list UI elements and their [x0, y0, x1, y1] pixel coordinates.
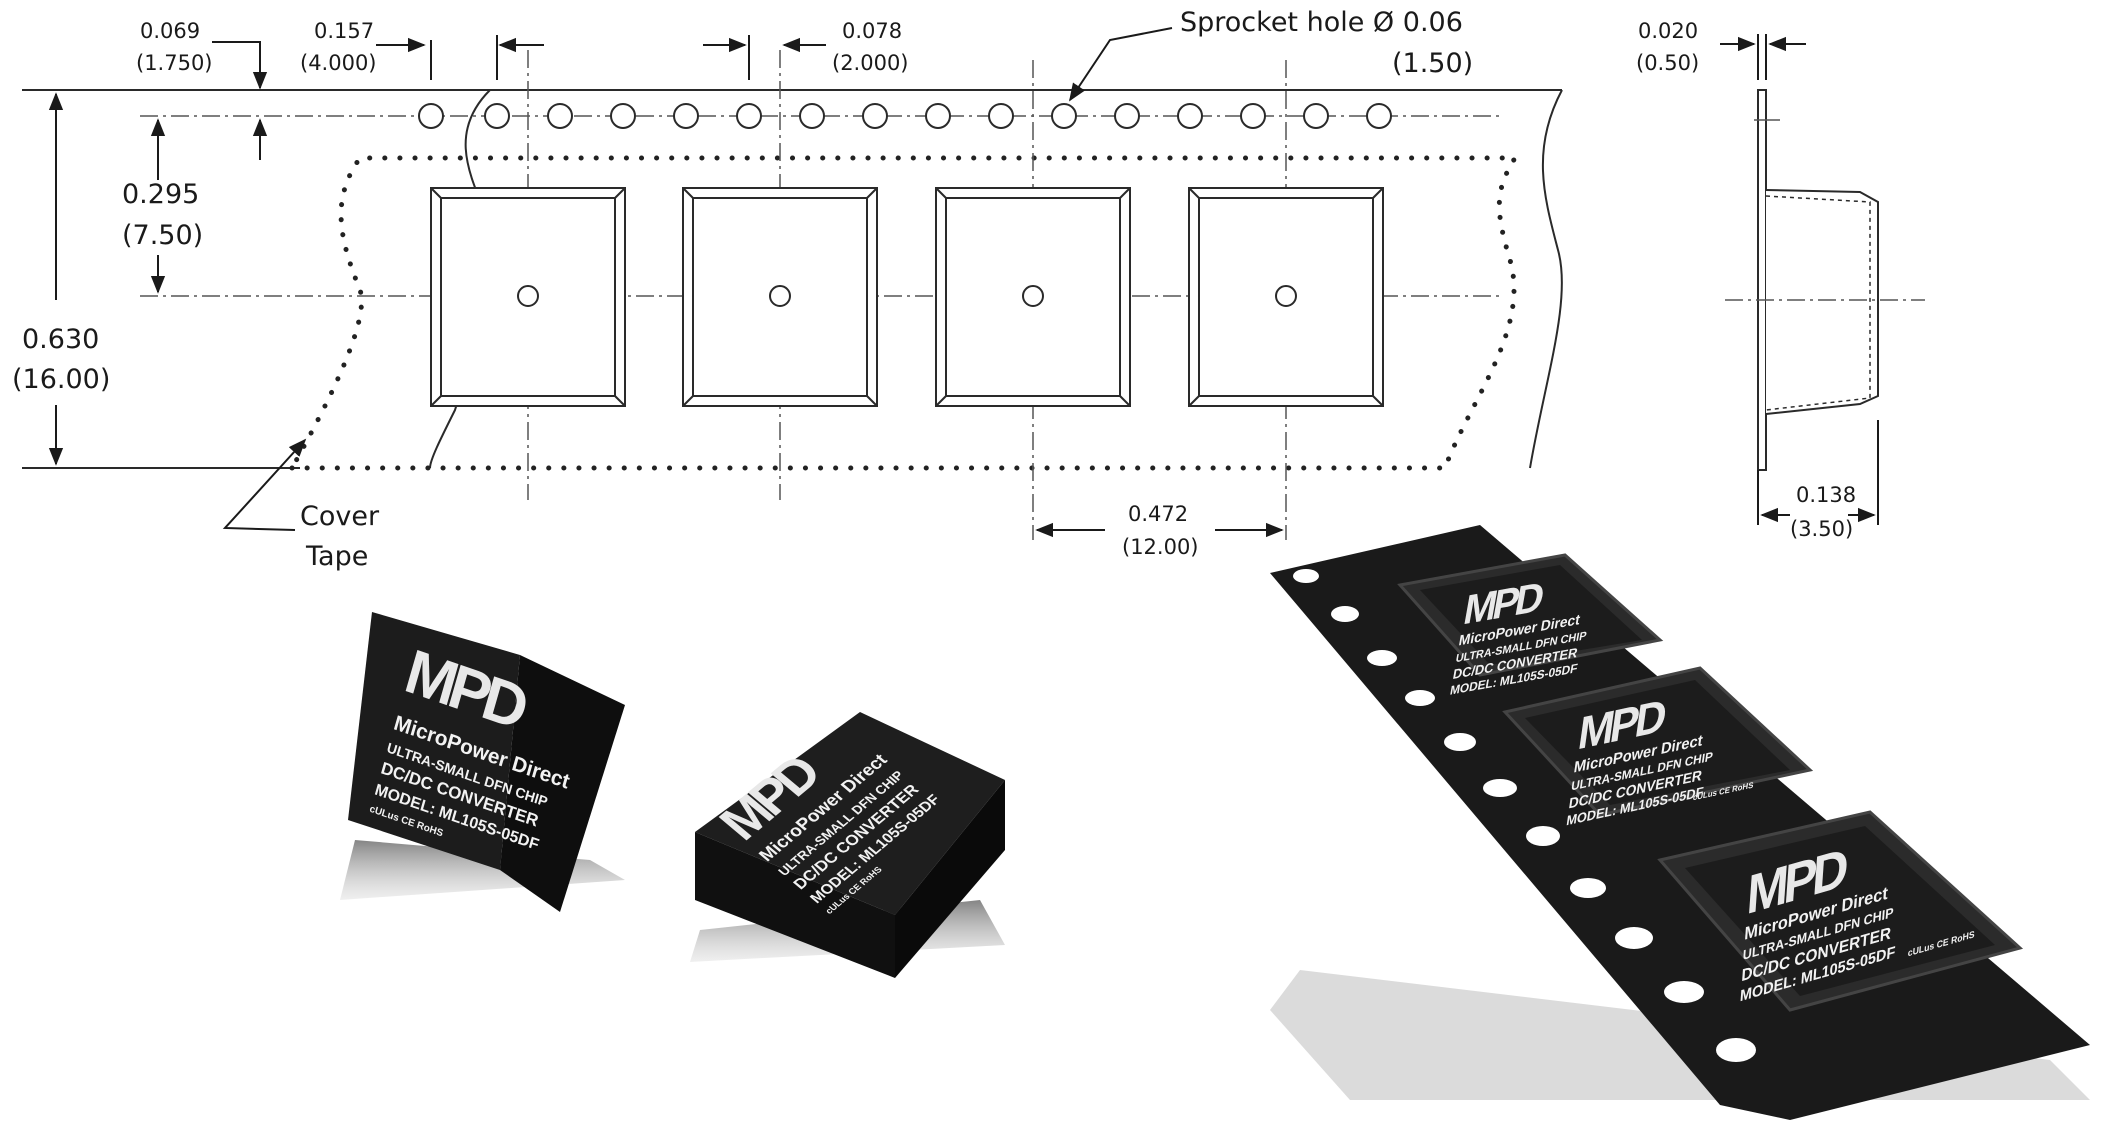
dim-0020-mm: (0.50)	[1636, 51, 1699, 75]
cover-tape-line2: Tape	[305, 541, 368, 572]
chip-photo-flat: MPD MicroPower Direct ULTRA-SMALL DFN CH…	[690, 712, 1005, 978]
pocket	[682, 187, 878, 407]
sprocket-hole	[988, 103, 1014, 129]
dim-0138-in: 0.138	[1796, 483, 1856, 507]
tape-sprocket-hole	[1664, 981, 1704, 1003]
dim-0020	[1720, 34, 1806, 80]
tape-sprocket-hole	[1331, 606, 1359, 622]
tape-pocket-2: MPD MicroPower Direct ULTRA-SMALL DFN CH…	[1502, 666, 1814, 828]
sprocket-hole	[799, 103, 825, 129]
dim-0630-in: 0.630	[22, 324, 99, 355]
chip-photo-standing: MPD MicroPower Direct ULTRA-SMALL DFN CH…	[340, 612, 625, 912]
dim-0472-mm: (12.00)	[1122, 535, 1199, 559]
dim-0069-mm: (1.750)	[136, 51, 213, 75]
tape-sprocket-hole	[1367, 650, 1397, 666]
dim-0078	[703, 35, 826, 80]
tape-sprocket-hole	[1405, 690, 1435, 706]
cover-tape-line1: Cover	[300, 501, 380, 532]
sprocket-mm: (1.50)	[1392, 48, 1473, 79]
sprocket-hole	[925, 103, 951, 129]
dim-0157-in: 0.157	[314, 19, 374, 43]
pocket	[935, 187, 1131, 407]
dim-0078-mm: (2.000)	[832, 51, 909, 75]
sprocket-hole	[484, 103, 510, 129]
pocket	[1188, 187, 1384, 407]
dim-0069	[212, 41, 268, 160]
tape-sprocket-holes	[1293, 569, 1756, 1062]
tape-sprocket-hole	[1716, 1038, 1756, 1062]
sprocket-hole	[736, 103, 762, 129]
dim-0295-in: 0.295	[122, 179, 199, 210]
sprocket-hole	[1051, 103, 1077, 129]
sprocket-hole	[1366, 103, 1392, 129]
dim-0069-in: 0.069	[140, 19, 200, 43]
dim-0138-mm: (3.50)	[1790, 517, 1853, 541]
sprocket-hole	[1303, 103, 1329, 129]
tape-sprocket-hole	[1293, 569, 1319, 583]
cover-tape-outline	[289, 155, 1520, 471]
sprocket-hole	[610, 103, 636, 129]
sprocket-hole	[1240, 103, 1266, 129]
pocket	[430, 187, 626, 407]
tape-sprocket-hole	[1615, 927, 1653, 949]
dim-0138	[1757, 420, 1879, 525]
dim-0630-mm: (16.00)	[12, 364, 110, 395]
cover-tape-leader	[222, 438, 307, 531]
dim-0078-in: 0.078	[842, 19, 902, 43]
dim-0157-mm: (4.000)	[300, 51, 377, 75]
tape-sprocket-hole	[1526, 826, 1560, 846]
sprocket-hole	[1114, 103, 1140, 129]
sprocket-holes	[418, 103, 1392, 129]
extension-lines	[22, 89, 430, 469]
tape-sprocket-hole	[1444, 733, 1476, 751]
sprocket-leader	[1069, 27, 1173, 102]
tape-sprocket-hole	[1570, 878, 1606, 898]
sprocket-hole	[673, 103, 699, 129]
sprocket-label: Sprocket hole Ø 0.06	[1180, 7, 1463, 38]
dim-0020-in: 0.020	[1638, 19, 1698, 43]
tape-pocket-3: MPD MicroPower Direct ULTRA-SMALL DFN CH…	[1657, 810, 2024, 1012]
sprocket-hole	[418, 103, 444, 129]
sprocket-hole	[547, 103, 573, 129]
vertical-centerlines	[527, 50, 1287, 540]
carrier-tape-photo: MPD MicroPower Direct ULTRA-SMALL DFN CH…	[1270, 525, 2090, 1120]
dim-0157	[376, 35, 544, 80]
dim-0472-in: 0.472	[1128, 502, 1188, 526]
dim-0295-mm: (7.50)	[122, 220, 203, 251]
tape-pocket-1: MPD MicroPower Direct ULTRA-SMALL DFN CH…	[1397, 553, 1664, 698]
sprocket-hole	[862, 103, 888, 129]
tape-sprocket-hole	[1483, 779, 1517, 797]
pockets	[430, 187, 1384, 407]
tape-side-view	[1725, 89, 1925, 471]
sprocket-hole	[1177, 103, 1203, 129]
